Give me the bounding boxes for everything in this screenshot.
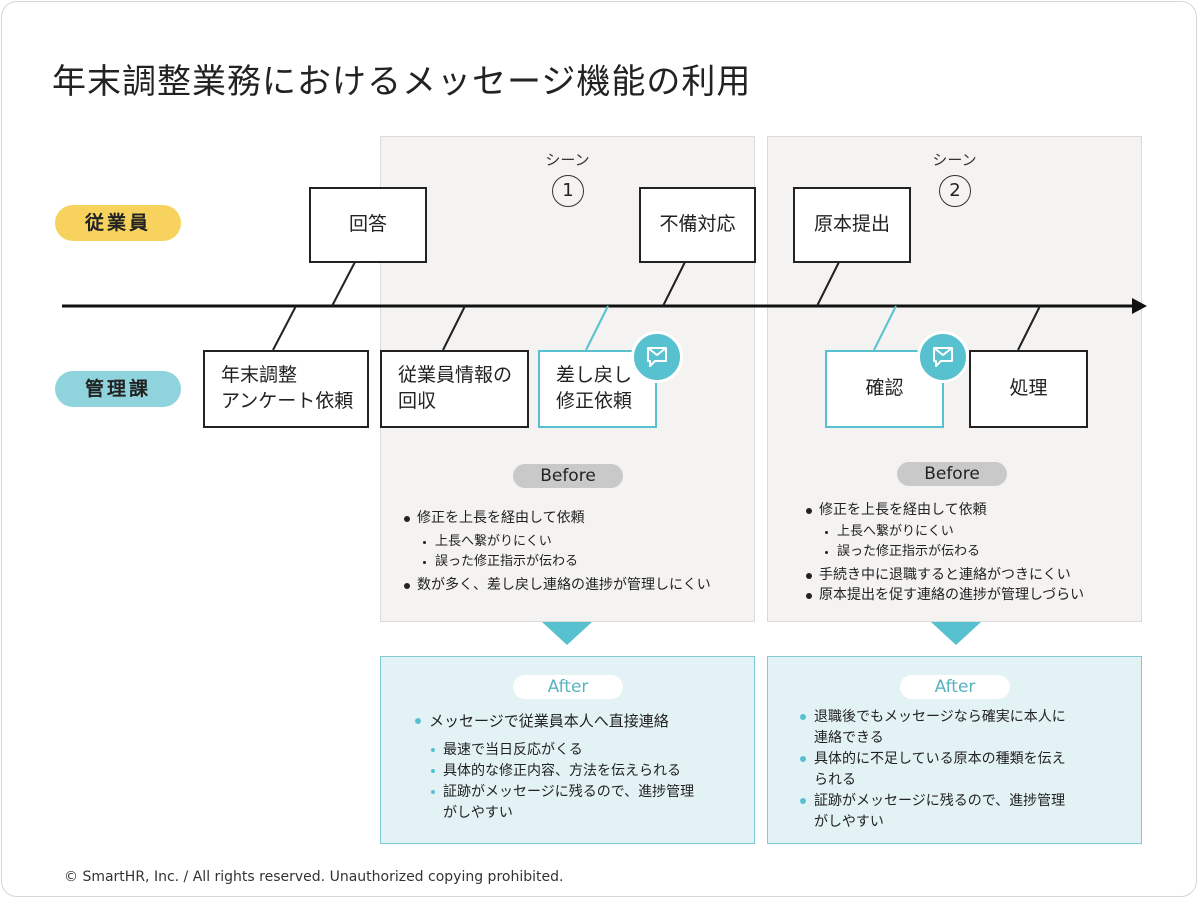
step-process: 処理: [969, 350, 1088, 428]
list-item: 誤った修正指示が伝わる: [401, 552, 711, 572]
connector-process: [1017, 305, 1041, 351]
step-fix-response-label: 不備対応: [659, 213, 736, 236]
list-item: 最速で当日反応がくる: [413, 740, 694, 761]
arrow-down-1: [542, 622, 592, 645]
list-item: 手続き中に退職すると連絡がつきにくい: [803, 565, 1084, 585]
list-item: 修正を上長を経由して依頼: [401, 508, 711, 528]
scene-2-before-list: 修正を上長を経由して依頼 上長へ繋がりにくい 誤った修正指示が伝わる 手続き中に…: [803, 500, 1084, 605]
list-item: 上長へ繋がりにくい: [401, 532, 711, 552]
step-answer: 回答: [309, 187, 427, 263]
list-item: 誤った修正指示が伝わる: [803, 542, 1084, 562]
scene-1-after-panel: After メッセージで従業員本人へ直接連絡 最速で当日反応がくる 具体的な修正…: [380, 656, 755, 844]
list-item: 修正を上長を経由して依頼: [803, 500, 1084, 520]
role-employee: 従業員: [55, 205, 181, 241]
step-answer-label: 回答: [348, 213, 387, 236]
step-confirm-label: 確認: [865, 377, 904, 400]
scene-1-before-list: 修正を上長を経由して依頼 上長へ繋がりにくい 誤った修正指示が伝わる 数が多く、…: [401, 508, 711, 595]
step-return-request-label: 差し戻し 修正依頼: [556, 364, 633, 412]
list-item: 証跡がメッセージに残るので、進捗管理 がしやすい: [798, 791, 1066, 833]
list-item: 具体的な修正内容、方法を伝えられる: [413, 761, 694, 782]
connector-submit: [816, 261, 840, 307]
message-icon-glyph: [647, 347, 667, 367]
connector-return: [585, 305, 609, 351]
step-collect-info-label: 従業員情報の 回収: [398, 364, 513, 412]
scene-1-after-list: メッセージで従業員本人へ直接連絡 最速で当日反応がくる 具体的な修正内容、方法を…: [413, 711, 694, 824]
scene-1-label: シーン: [545, 151, 590, 169]
scene-2-after-panel: After 退職後でもメッセージなら確実に本人に 連絡できる 具体的に不足してい…: [767, 656, 1142, 844]
role-admin: 管理課: [55, 371, 181, 407]
step-process-label: 処理: [1009, 377, 1048, 400]
list-item: 退職後でもメッセージなら確実に本人に 連絡できる: [798, 707, 1066, 749]
before-badge: Before: [897, 462, 1007, 486]
connector-confirm: [873, 305, 897, 351]
page-title: 年末調整業務におけるメッセージ機能の利用: [52, 62, 752, 102]
timeline-arrowhead: [1132, 298, 1147, 314]
scene-1-number: 1: [552, 175, 584, 207]
scene-2-number: 2: [939, 175, 971, 207]
list-item: 証跡がメッセージに残るので、進捗管理 がしやすい: [413, 782, 694, 824]
connector-answer: [331, 261, 356, 307]
connector-fix: [662, 261, 686, 307]
after-badge: After: [513, 675, 623, 699]
copyright-footer: © SmartHR, Inc. / All rights reserved. U…: [64, 869, 564, 885]
list-item: メッセージで従業員本人へ直接連絡: [413, 711, 694, 732]
scene-2-after-list: 退職後でもメッセージなら確実に本人に 連絡できる 具体的に不足している原本の種類…: [798, 707, 1066, 833]
step-survey-request: 年末調整 アンケート依頼: [203, 350, 369, 428]
scene-2-label: シーン: [932, 151, 977, 169]
arrow-down-2: [931, 622, 981, 645]
connector-survey: [272, 305, 297, 351]
message-icon: [631, 331, 683, 383]
step-submit-original: 原本提出: [793, 187, 911, 263]
step-submit-original-label: 原本提出: [813, 213, 890, 236]
list-item: 上長へ繋がりにくい: [803, 522, 1084, 542]
connector-collect: [442, 305, 466, 351]
list-item: 原本提出を促す連絡の進捗が管理しづらい: [803, 585, 1084, 605]
message-icon: [917, 331, 969, 383]
after-badge: After: [900, 675, 1010, 699]
step-fix-response: 不備対応: [639, 187, 756, 263]
list-item: 具体的に不足している原本の種類を伝え られる: [798, 749, 1066, 791]
before-badge: Before: [513, 464, 623, 488]
step-survey-request-label: 年末調整 アンケート依頼: [221, 364, 354, 412]
step-collect-info: 従業員情報の 回収: [380, 350, 529, 428]
message-icon-glyph: [933, 347, 953, 367]
list-item: 数が多く、差し戻し連絡の進捗が管理しにくい: [401, 575, 711, 595]
